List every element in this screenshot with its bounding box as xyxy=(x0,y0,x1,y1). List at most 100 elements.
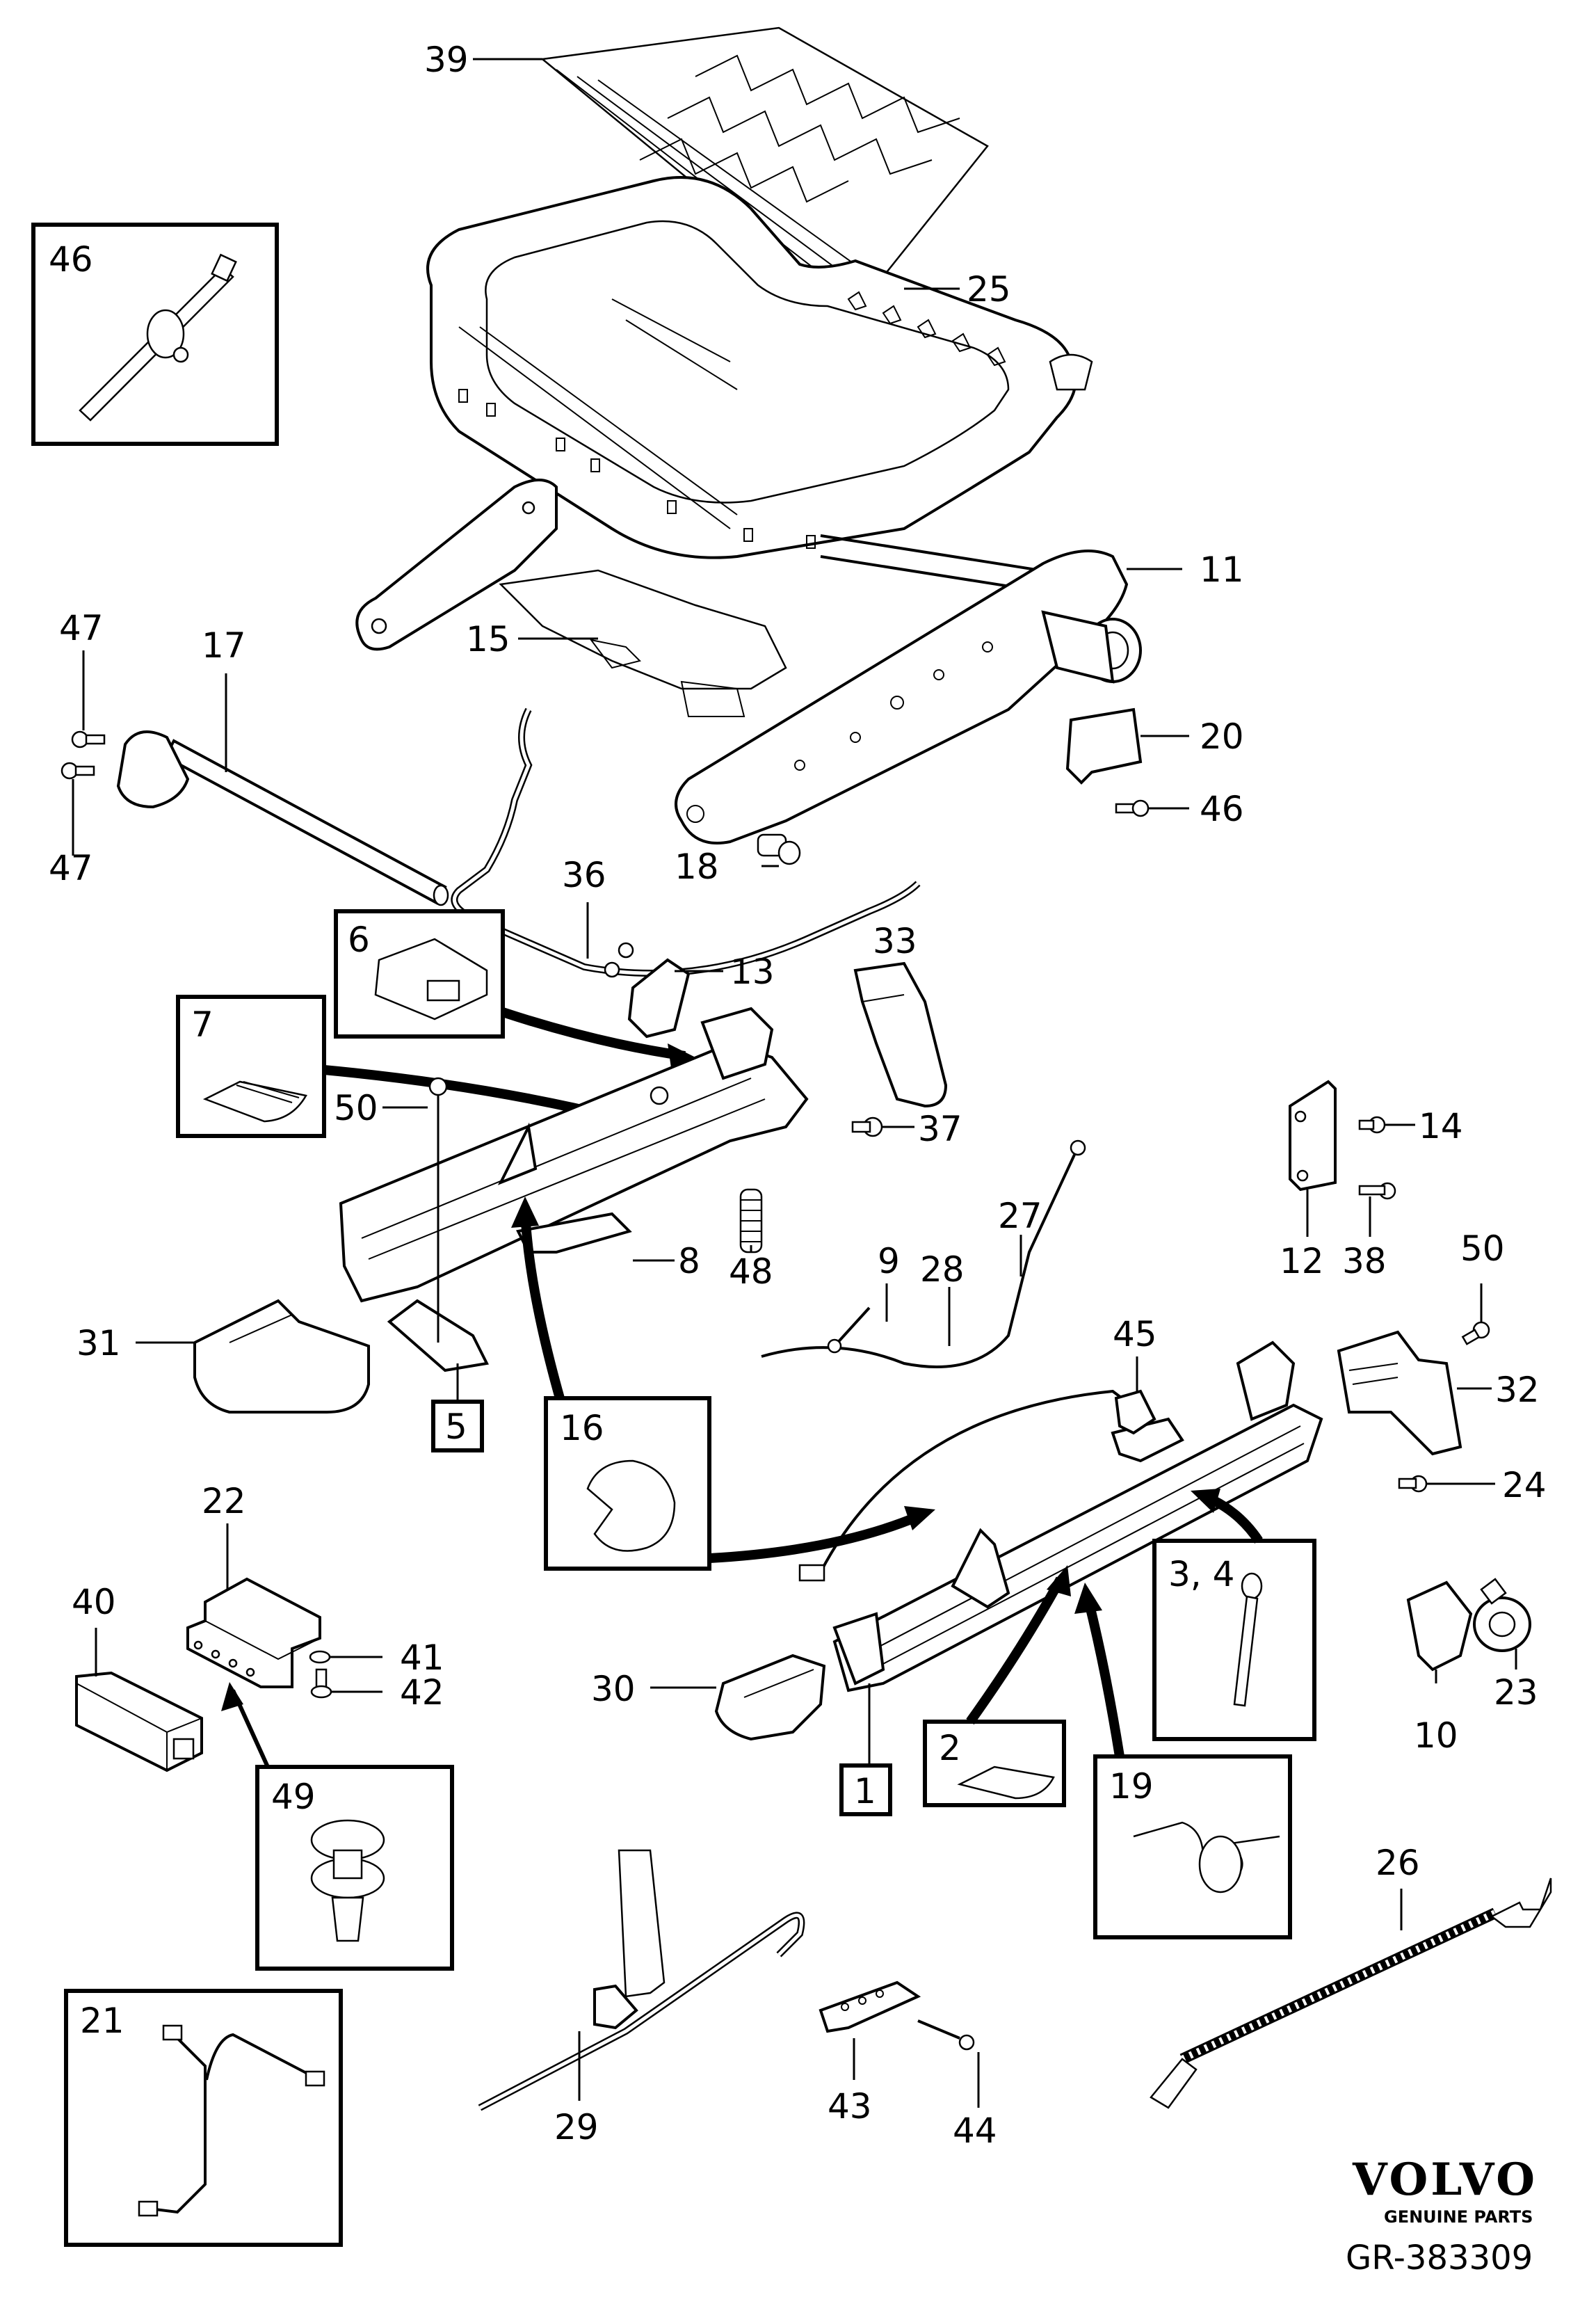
part-30-cover[interactable] xyxy=(714,1654,826,1741)
callout-5: 5 xyxy=(445,1407,467,1447)
callout-2: 2 xyxy=(939,1728,961,1768)
part-17-tube[interactable] xyxy=(116,730,449,906)
callout-9: 9 xyxy=(878,1241,900,1281)
part-41-washer[interactable] xyxy=(309,1650,331,1664)
inset-box-19[interactable]: 19 xyxy=(1093,1754,1292,1939)
callout-26: 26 xyxy=(1376,1843,1420,1883)
callout-21: 21 xyxy=(80,2001,124,2041)
inset-box-21[interactable]: 21 xyxy=(64,1989,343,2247)
callout-39: 39 xyxy=(424,40,469,80)
callout-33: 33 xyxy=(873,921,917,961)
callout-42: 42 xyxy=(400,1672,444,1713)
callout-17: 17 xyxy=(202,625,246,666)
callout-27: 27 xyxy=(998,1196,1042,1236)
callout-22: 22 xyxy=(202,1481,246,1521)
callout-24: 24 xyxy=(1502,1465,1547,1505)
callout-36: 36 xyxy=(562,855,606,895)
inset-box-16[interactable]: 16 xyxy=(544,1396,711,1571)
callout-45: 45 xyxy=(1113,1314,1157,1354)
label-box-1[interactable]: 1 xyxy=(839,1763,892,1816)
part-33-cover[interactable] xyxy=(853,961,948,1108)
part-10-bracket[interactable] xyxy=(1406,1580,1473,1672)
callout-48: 48 xyxy=(729,1251,773,1292)
callout-47-upper: 47 xyxy=(59,608,104,648)
callout-13: 13 xyxy=(730,952,775,992)
inset-box-2[interactable]: 2 xyxy=(923,1720,1066,1807)
callout-12: 12 xyxy=(1280,1241,1324,1281)
part-24-screw[interactable] xyxy=(1398,1475,1428,1493)
callout-16: 16 xyxy=(560,1408,604,1448)
callout-46-screw: 46 xyxy=(1200,789,1244,829)
callout-19: 19 xyxy=(1109,1766,1154,1807)
callout-1: 1 xyxy=(854,1771,876,1811)
part-9-cable[interactable] xyxy=(761,1139,1086,1368)
part-25-seat-frame[interactable] xyxy=(426,176,1093,559)
part-11-side-member[interactable] xyxy=(675,550,1142,844)
inset-box-46[interactable]: 46 xyxy=(31,223,279,446)
callout-23: 23 xyxy=(1494,1672,1538,1713)
part-50-screw-left[interactable] xyxy=(428,1077,448,1343)
part-18-pin[interactable] xyxy=(757,833,801,865)
part-side-member-left[interactable] xyxy=(355,479,558,651)
part-47-bolt-upper[interactable] xyxy=(71,730,106,748)
part-45-clip[interactable] xyxy=(1114,1389,1156,1435)
arrow-head-6 xyxy=(668,1043,695,1068)
inset-box-6[interactable]: 6 xyxy=(334,909,505,1039)
part-50-screw-right[interactable] xyxy=(1461,1321,1490,1345)
part-39-spring-mat[interactable] xyxy=(540,26,989,301)
callout-18: 18 xyxy=(675,847,719,887)
part-31-cover[interactable] xyxy=(193,1299,370,1414)
callout-50-right: 50 xyxy=(1460,1228,1505,1269)
callout-49: 49 xyxy=(271,1777,316,1817)
arrow-head-3-4 xyxy=(1191,1489,1220,1513)
part-37-screw[interactable] xyxy=(851,1116,883,1137)
arrow-head-49 xyxy=(221,1682,243,1711)
callout-8: 8 xyxy=(678,1241,700,1281)
callout-38: 38 xyxy=(1342,1241,1387,1281)
part-43-guide[interactable] xyxy=(819,1980,921,2033)
part-22-module[interactable] xyxy=(186,1577,321,1688)
label-box-5[interactable]: 5 xyxy=(431,1400,484,1452)
arrow-head-16a xyxy=(511,1196,539,1228)
part-42-screw[interactable] xyxy=(310,1668,332,1699)
callout-50-left: 50 xyxy=(334,1088,378,1128)
inset-box-3-4[interactable]: 3, 4 xyxy=(1152,1539,1316,1741)
part-20-bracket[interactable] xyxy=(1065,707,1143,785)
part-23-reel[interactable] xyxy=(1473,1578,1531,1652)
part-47-bolt-lower[interactable] xyxy=(61,762,95,780)
part-46-screw[interactable] xyxy=(1115,799,1150,817)
part-48-spring[interactable] xyxy=(739,1188,763,1254)
callout-31: 31 xyxy=(76,1323,121,1363)
genuine-parts-text: GENUINE PARTS xyxy=(1384,2207,1533,2227)
part-14-screw[interactable] xyxy=(1358,1116,1386,1134)
callout-10: 10 xyxy=(1414,1715,1458,1756)
callout-20: 20 xyxy=(1200,716,1244,757)
part-26-coil-cable[interactable] xyxy=(1150,1877,1552,2109)
callout-47-lower: 47 xyxy=(49,848,93,888)
part-29-belt-anchor[interactable] xyxy=(478,1849,805,2111)
callout-37: 37 xyxy=(918,1109,962,1149)
right-seat-rail[interactable] xyxy=(798,1340,1323,1692)
part-40-connector[interactable] xyxy=(75,1671,203,1772)
callout-29: 29 xyxy=(554,2107,599,2147)
part-44-screw[interactable] xyxy=(917,2019,975,2051)
callout-25: 25 xyxy=(967,269,1011,310)
callout-6: 6 xyxy=(348,920,370,960)
inset-box-7[interactable]: 7 xyxy=(176,995,326,1138)
callout-3-4: 3, 4 xyxy=(1168,1554,1234,1594)
callout-44: 44 xyxy=(953,2111,997,2151)
callout-41: 41 xyxy=(400,1638,444,1678)
part-38-screw[interactable] xyxy=(1358,1182,1396,1200)
left-seat-rail[interactable] xyxy=(339,1007,809,1372)
part-32-cover[interactable] xyxy=(1337,1330,1462,1456)
part-13-bracket[interactable] xyxy=(604,942,691,1039)
part-15-bracket[interactable] xyxy=(499,569,787,717)
part-12-plate[interactable] xyxy=(1289,1080,1337,1192)
callout-15: 15 xyxy=(466,619,510,659)
inset-box-49[interactable]: 49 xyxy=(255,1765,454,1971)
callout-28: 28 xyxy=(920,1249,965,1290)
arrow-head-2 xyxy=(1047,1565,1071,1596)
callout-43: 43 xyxy=(828,2086,872,2127)
arrow-head-19 xyxy=(1074,1583,1102,1614)
